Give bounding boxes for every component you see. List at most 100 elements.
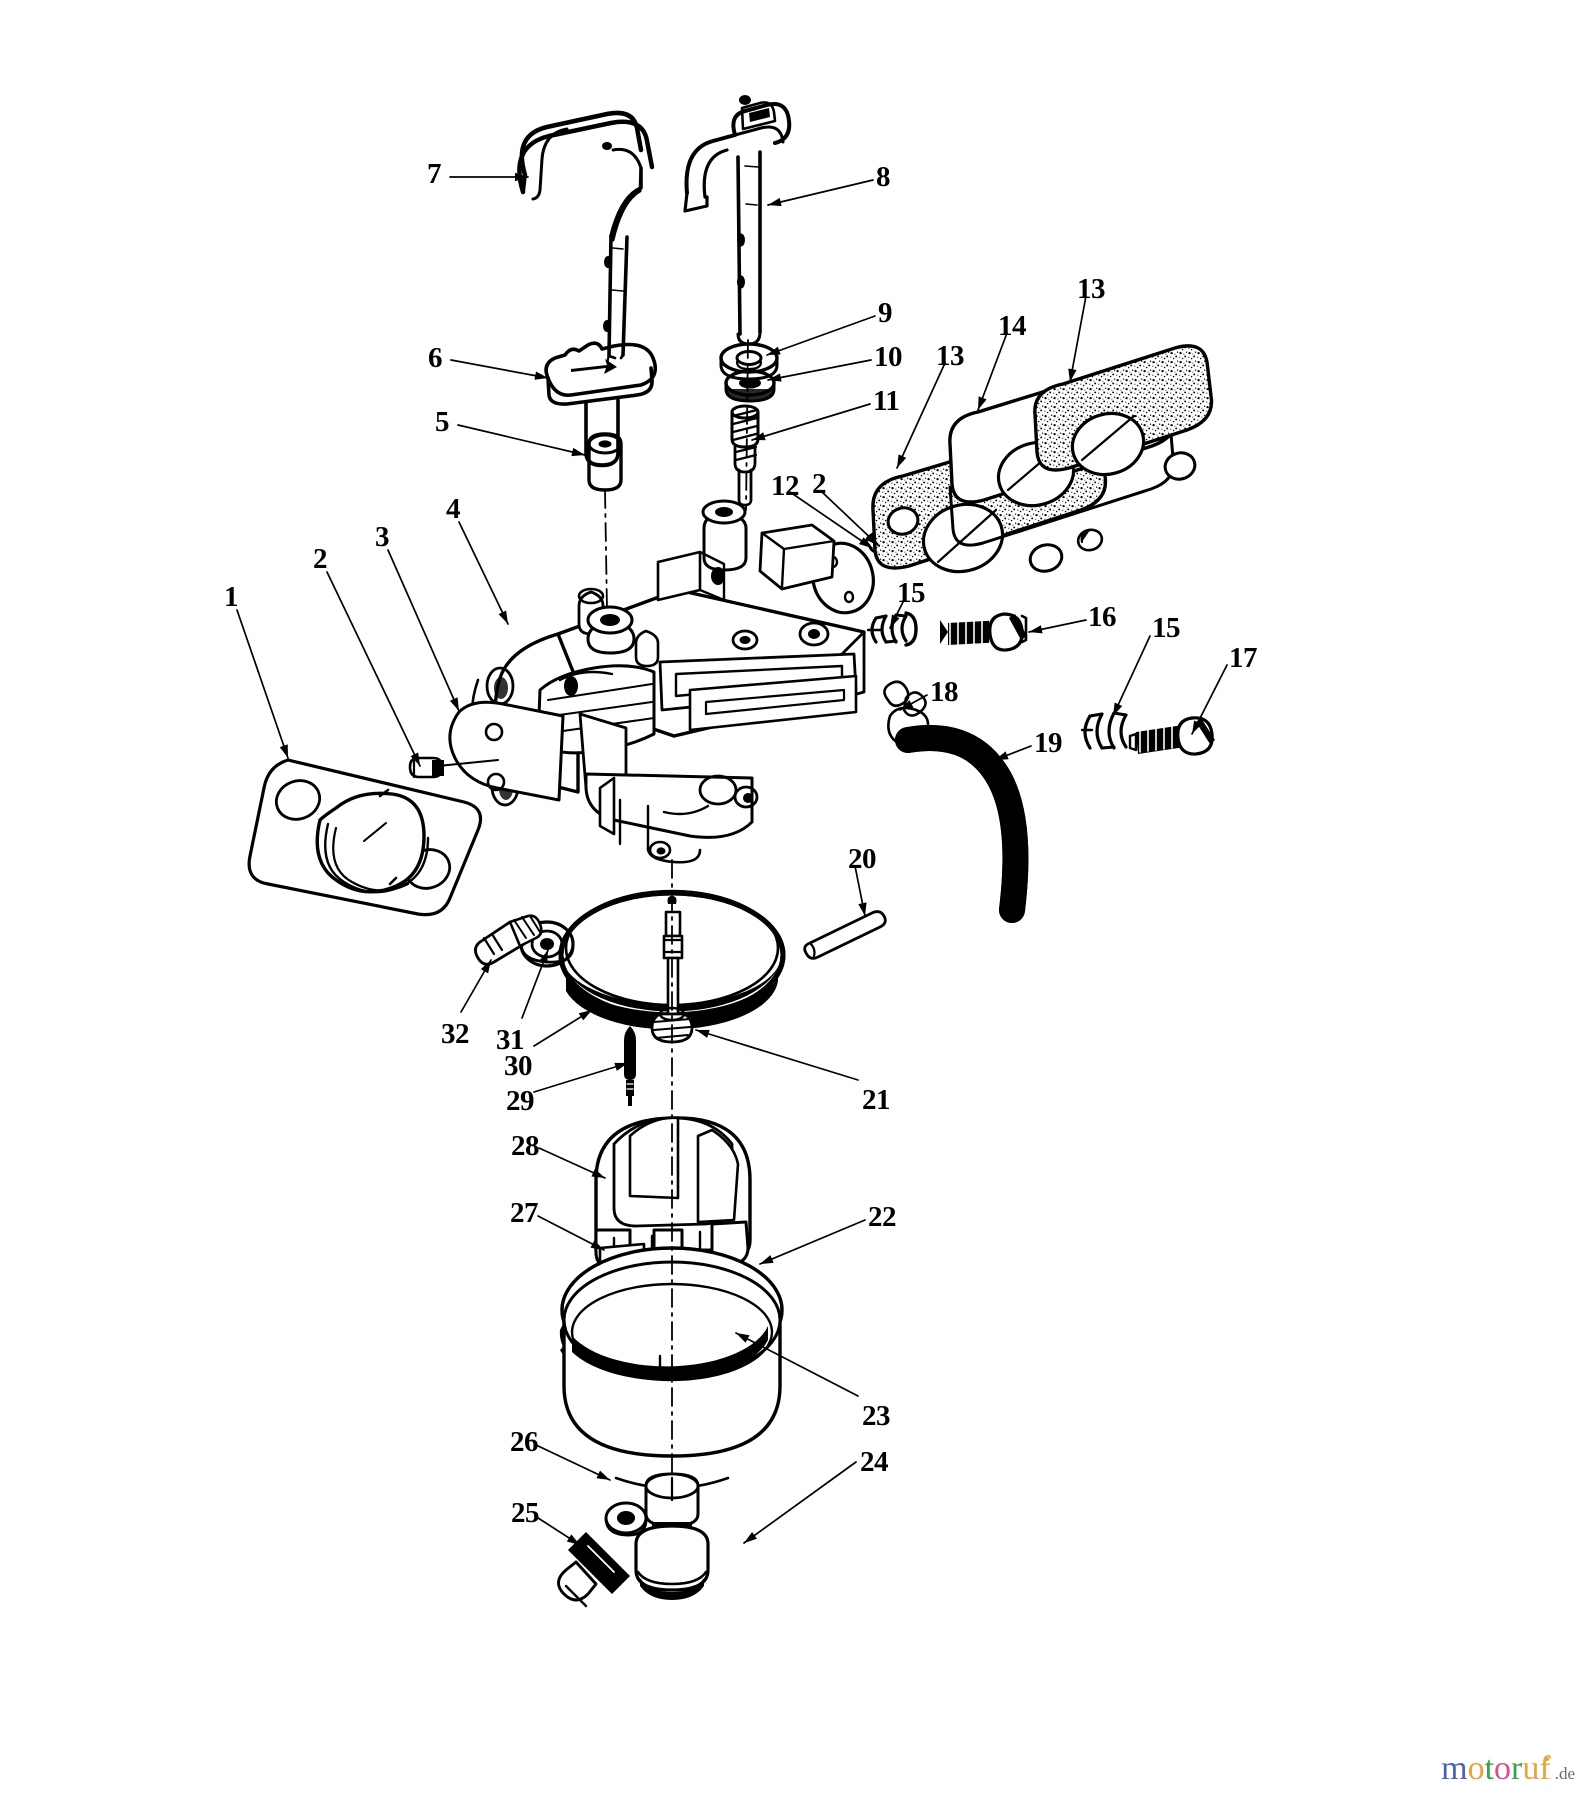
leader-line-13a: [896, 362, 946, 469]
callout-25: 25: [511, 1497, 540, 1529]
part-6-choke-shaft: [544, 341, 658, 468]
callout-16: 16: [1088, 601, 1117, 633]
motoruf-watermark: motoruf.de: [1441, 1752, 1575, 1786]
leader-arrow-11: [752, 432, 766, 441]
leader-line-21: [695, 1029, 859, 1081]
leader-line-22: [759, 1219, 866, 1265]
part-4-carburetor-body: [470, 499, 866, 864]
leader-arrow-27: [590, 1240, 604, 1250]
leader-arrow-23: [736, 1333, 750, 1343]
leader-arrow-28: [591, 1168, 605, 1178]
watermark-letter: f: [1539, 1750, 1551, 1787]
leader-arrow-5: [571, 447, 585, 457]
callout-29: 29: [506, 1085, 535, 1117]
callout-24: 24: [860, 1446, 889, 1478]
part-7-choke-lever: [517, 110, 655, 367]
leader-arrow-12: [858, 537, 872, 548]
leader-arrow-26: [596, 1470, 610, 1480]
leader-arrow-24: [744, 1531, 757, 1543]
callout-28: 28: [511, 1130, 540, 1162]
callout-17: 17: [1229, 642, 1258, 674]
leader-arrow-29: [614, 1062, 628, 1071]
callout-15b: 15: [1152, 612, 1181, 644]
callout-27: 27: [510, 1197, 539, 1229]
leader-line-13b: [1069, 295, 1087, 383]
part-8-throttle-lever: [683, 95, 792, 346]
part-16-slotted-screw: [940, 612, 1028, 652]
leader-line-14: [977, 332, 1008, 411]
part-2-screw-lower: [408, 756, 444, 779]
callout-23: 23: [862, 1400, 891, 1432]
part-3-bracket-plate: [417, 700, 565, 802]
callout-15a: 15: [897, 577, 926, 609]
part-29-idle-jet: [624, 1026, 636, 1106]
watermark-tld: .de: [1554, 1764, 1575, 1783]
watermark-letter: o: [1467, 1750, 1485, 1787]
leader-arrow-6: [534, 371, 548, 380]
leader-arrow-30: [578, 1010, 592, 1021]
leader-line-23: [735, 1332, 859, 1397]
leader-arrow-2a: [410, 752, 420, 766]
watermark-letter: r: [1511, 1750, 1523, 1787]
part-10-seal: [724, 369, 776, 403]
leader-line-15b: [1112, 635, 1151, 717]
part-20-hinge-pin: [803, 910, 887, 960]
leader-arrow-25: [566, 1534, 580, 1545]
leader-line-3: [387, 549, 460, 712]
leader-arrow-13b: [1068, 368, 1077, 382]
leader-arrow-22: [760, 1255, 774, 1264]
leader-arrow-15b: [1113, 702, 1123, 716]
leader-arrow-13a: [897, 454, 907, 468]
leader-line-8: [767, 179, 874, 206]
callout-8: 8: [876, 161, 891, 193]
callout-26: 26: [510, 1426, 539, 1458]
leader-arrow-17: [1192, 720, 1202, 734]
part-15-spring-right: [1080, 711, 1128, 750]
callout-3: 3: [375, 521, 390, 553]
part-26-drain-washer: [604, 1501, 648, 1537]
leader-line-2a: [326, 571, 421, 767]
leader-arrow-14: [978, 396, 987, 410]
watermark-letter: t: [1484, 1750, 1495, 1787]
callout-32: 32: [441, 1018, 470, 1050]
leader-arrow-9: [767, 346, 781, 355]
leader-line-26: [535, 1444, 611, 1481]
watermark-letter: u: [1522, 1750, 1540, 1787]
callout-5: 5: [435, 406, 450, 438]
part-32-mixture-screw: [474, 914, 543, 966]
callout-10: 10: [874, 341, 903, 373]
callout-6: 6: [428, 342, 443, 374]
leader-arrow-19: [995, 751, 1009, 760]
callout-13a: 13: [936, 340, 965, 372]
callout-21: 21: [862, 1084, 891, 1116]
callout-2a: 2: [313, 543, 328, 575]
callout-7: 7: [427, 158, 442, 190]
leader-arrow-20: [858, 902, 867, 916]
leader-arrowheads: [279, 172, 1202, 1545]
leader-arrow-2b: [866, 534, 879, 546]
leader-line-24: [743, 1461, 857, 1544]
callout-31: 31: [496, 1024, 525, 1056]
part-11-throttle-screw: [730, 404, 760, 507]
leader-arrow-18: [900, 700, 914, 710]
callout-2b: 2: [812, 468, 827, 500]
leader-line-12: [789, 491, 873, 549]
callout-30: 30: [504, 1050, 533, 1082]
part-28-float: [594, 1116, 752, 1283]
leader-arrow-1: [279, 744, 288, 758]
leader-arrow-16: [1029, 625, 1043, 634]
callout-20: 20: [848, 843, 877, 875]
leader-line-11: [751, 403, 871, 441]
leader-line-6: [450, 359, 549, 379]
leader-line-4: [458, 521, 509, 625]
leader-line-29: [533, 1062, 629, 1093]
leader-arrow-15a: [890, 614, 900, 628]
leader-arrow-3: [449, 697, 459, 711]
watermark-dot-icon: [1544, 1757, 1549, 1761]
part-15-spring-left: [866, 611, 918, 647]
callout-11: 11: [873, 385, 900, 417]
leader-arrow-4: [498, 610, 508, 624]
leader-arrow-32: [480, 960, 491, 974]
leader-line-1: [236, 609, 289, 759]
